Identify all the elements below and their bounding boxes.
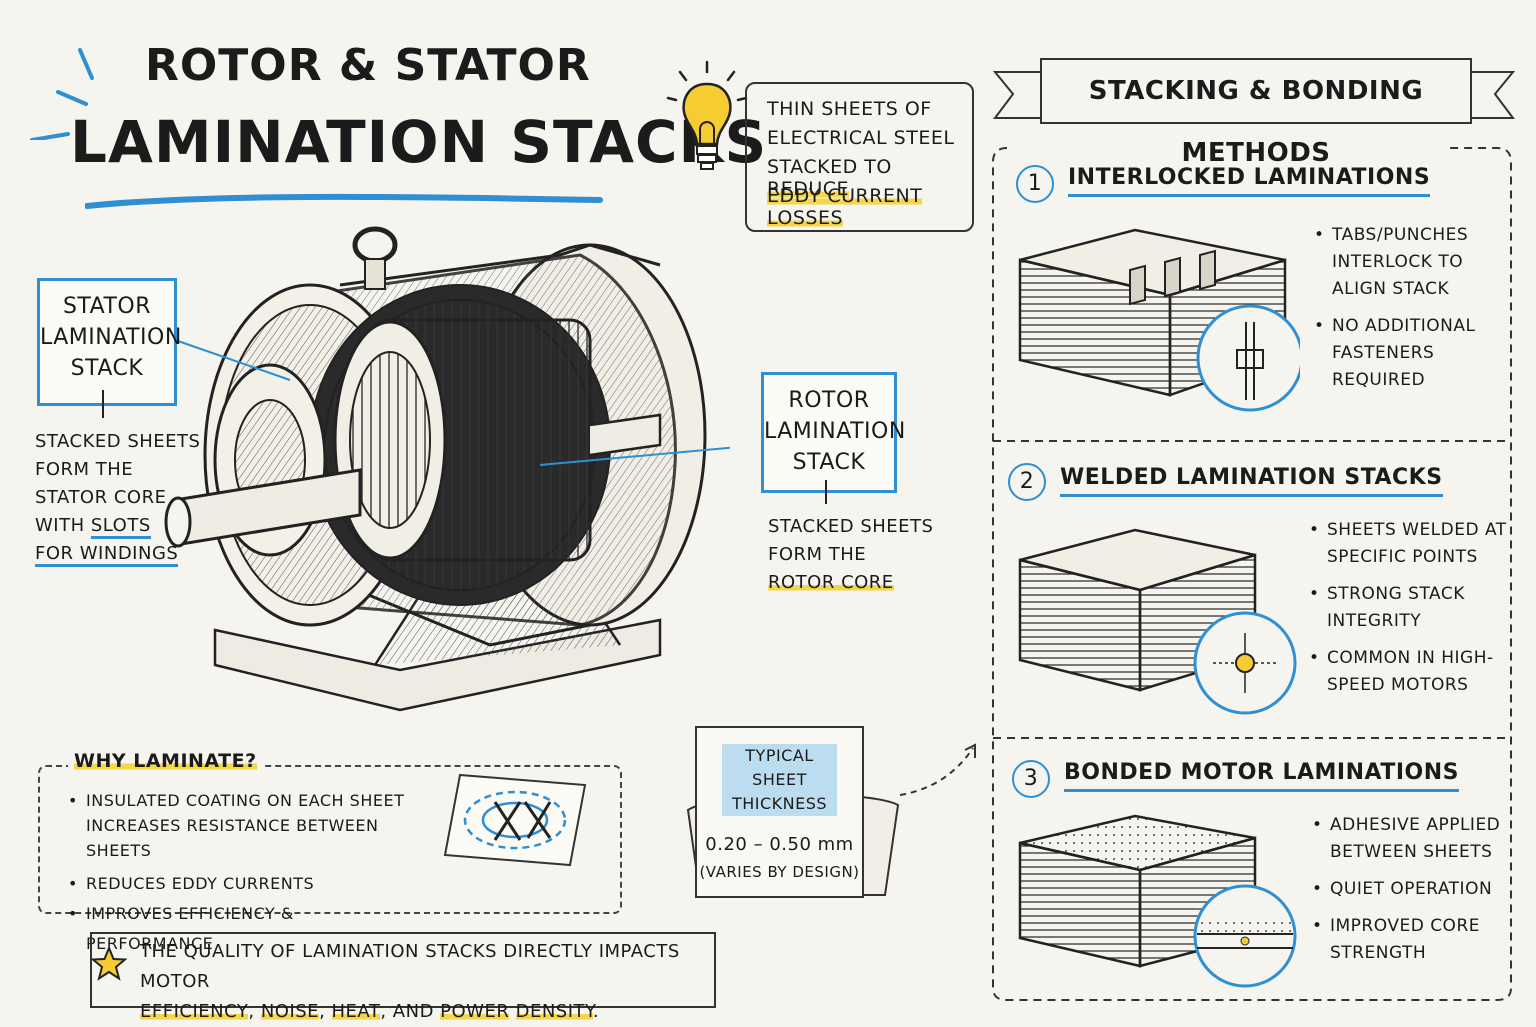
quality-keyword: efficiency <box>140 1001 249 1022</box>
rotor-label: Rotor Lamination Stack <box>761 372 906 493</box>
thickness-label: thickness <box>731 794 828 813</box>
note-line: electrical steel <box>767 127 955 149</box>
rotor-desc-line: Stacked sheets <box>768 516 934 537</box>
connector-line <box>102 390 104 418</box>
quality-keyword: density <box>515 1001 593 1022</box>
why-bullets: •Insulated coating on each sheet increas… <box>68 791 405 953</box>
quality-sep: , <box>319 1001 332 1022</box>
methods-panel-border <box>992 71 1516 1001</box>
quality-callout <box>90 932 716 1008</box>
stator-label-line: Stator <box>62 294 152 319</box>
stator-desc-line: form the <box>35 459 134 480</box>
section-title: Interlocked Laminations <box>1068 165 1431 197</box>
why-bullet: Improves efficiency & performance <box>86 904 294 953</box>
section-title: Welded Lamination Stacks <box>1060 465 1443 497</box>
quality-end: . <box>592 1001 600 1022</box>
note-line: Thin sheets of <box>767 98 932 120</box>
star-icon <box>90 945 128 981</box>
section-bullets: Adhesive applied between sheets Quiet op… <box>1308 812 1513 977</box>
rotor-description: Stacked sheets form the rotor core <box>768 513 933 597</box>
rotor-label-line: Stack <box>792 450 866 475</box>
quality-keyword: heat <box>331 1001 381 1022</box>
quality-text: The quality of lamination stacks directl… <box>140 937 710 1027</box>
section-number: 3 <box>1012 760 1050 798</box>
bullet-item: No additional fasteners required <box>1310 313 1510 394</box>
section-number: 2 <box>1008 463 1046 501</box>
arrow-icon <box>899 743 976 796</box>
quality-sep <box>509 1001 515 1022</box>
welded-stack-illustration <box>1018 528 1297 715</box>
title-underline <box>85 193 603 209</box>
rotor-desc-line: form the <box>768 544 867 565</box>
why-bullet: Reduces eddy currents <box>86 874 315 893</box>
lightbulb-icon <box>666 60 748 170</box>
lamination-note: Thin sheets of electrical steel stacked … <box>745 82 974 232</box>
quality-line: The quality of lamination stacks directl… <box>140 941 680 992</box>
note-text: stacked to <box>767 156 892 178</box>
stator-desc-line: stator core <box>35 487 167 508</box>
why-laminate-box <box>38 765 622 914</box>
methods-banner: Stacking & Bonding Methods <box>1040 58 1472 168</box>
section-number: 1 <box>1016 165 1054 203</box>
sparkle-icon <box>30 48 94 140</box>
stator-description: Stacked sheets form the stator core with… <box>35 428 200 568</box>
stator-desc-line: for windings <box>35 543 179 567</box>
quality-keyword: noise <box>260 1001 320 1022</box>
thickness-label: Typical sheet <box>745 746 814 789</box>
quality-sep: , and <box>380 1001 441 1022</box>
rotor-label-line: Rotor <box>788 388 870 413</box>
bonded-stack-illustration <box>1018 814 1297 988</box>
page-title: Lamination Stacks <box>70 108 768 176</box>
note-highlight: current <box>820 185 923 207</box>
why-bullet: Insulated coating on each sheet increase… <box>86 791 405 860</box>
stator-label-line: Stack <box>70 356 144 381</box>
section-bullets: Tabs/punches interlock to align stack No… <box>1310 222 1510 404</box>
stator-label-line: Lamination <box>40 325 182 350</box>
bullet-item: Tabs/punches interlock to align stack <box>1310 222 1510 303</box>
bullet-item: Adhesive applied between sheets <box>1308 812 1513 866</box>
connector-line <box>825 480 827 504</box>
title-line-1: Rotor & Stator <box>145 40 591 91</box>
bullet-item: Quiet operation <box>1308 876 1513 903</box>
motor-illustration <box>164 226 730 712</box>
why-laminate-title: Why laminate? <box>68 750 263 772</box>
section-title: Bonded Motor Laminations <box>1064 760 1460 792</box>
slots-emphasis: slots <box>90 515 151 539</box>
interlocked-stack-illustration <box>1018 228 1300 412</box>
bullet-item: Strong stack integrity <box>1305 581 1515 635</box>
rotor-desc-line: rotor core <box>768 572 894 593</box>
thickness-note: (varies by design) <box>699 863 860 881</box>
bullet-item: Sheets welded at specific points <box>1305 517 1515 571</box>
note-highlight: losses <box>767 207 844 229</box>
quality-sep: , <box>248 1001 261 1022</box>
rotor-label-line: Lamination <box>764 419 906 444</box>
stator-label: Stator Lamination Stack <box>37 278 182 406</box>
bullet-item: Improved core strength <box>1308 913 1513 967</box>
sheet-thickness-card: Typical sheet thickness 0.20 – 0.50 mm (… <box>695 726 864 898</box>
note-highlight: eddy <box>767 185 821 207</box>
eddy-current-icon <box>443 773 587 867</box>
stator-desc-text: with <box>35 515 91 536</box>
thickness-value: 0.20 – 0.50 mm <box>705 834 854 855</box>
section-bullets: Sheets welded at specific points Strong … <box>1305 517 1515 709</box>
quality-keyword: power <box>440 1001 510 1022</box>
bullet-item: Common in high-speed motors <box>1305 645 1515 699</box>
stator-desc-line: Stacked sheets <box>35 431 201 452</box>
